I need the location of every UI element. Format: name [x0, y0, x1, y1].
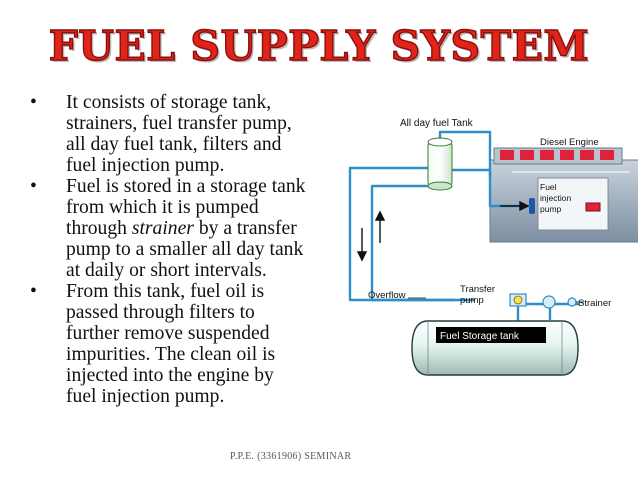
- bullet-dot: •: [30, 281, 37, 302]
- diesel-engine-label: Diesel Engine: [540, 137, 599, 148]
- cylinder-head-1: [500, 150, 514, 160]
- bullet-2-line-3: through strainer by a transfer: [66, 218, 350, 239]
- bullet-list: • It consists of storage tank, strainers…: [30, 92, 350, 407]
- slide-title: FUEL SUPPLY SYSTEM: [48, 22, 590, 70]
- bullet-2-line-5: at daily or short intervals.: [66, 260, 267, 281]
- transfer-pump: [509, 293, 527, 307]
- bullet-3-line-6: fuel injection pump.: [66, 386, 225, 407]
- all-day-fuel-tank-label: All day fuel Tank: [400, 118, 474, 129]
- transfer-pump-label-1: Transfer: [460, 284, 495, 295]
- bullet-2-line-4: pump to a smaller all day tank: [66, 239, 304, 260]
- flow-arrows: [356, 200, 530, 262]
- cylinder-head-6: [600, 150, 614, 160]
- cylinder-head-4: [560, 150, 574, 160]
- strainer: [542, 295, 577, 309]
- bullet-dot: •: [30, 92, 37, 113]
- bullet-2-line-2: from which it is pumped: [66, 197, 259, 218]
- diesel-engine: [489, 147, 638, 243]
- bullet-3-line-5: injected into the engine by: [66, 365, 274, 386]
- bullet-1-line-2: strainers, fuel transfer pump,: [66, 113, 292, 134]
- bullet-2-line-3-pre: through: [66, 218, 132, 239]
- cylinder-head-5: [580, 150, 594, 160]
- all-day-fuel-tank: [427, 137, 453, 191]
- fuel-storage-tank: [411, 320, 579, 376]
- bullet-2-line-3-post: by a transfer: [193, 218, 297, 239]
- bullet-item-2: • Fuel is stored in a storage tank from …: [30, 176, 350, 281]
- cylinder-head-2: [520, 150, 534, 160]
- bullet-1-line-3: all day fuel tank, filters and: [66, 134, 282, 155]
- diagram-svg: Diesel Engine Fuel injection pump: [348, 118, 638, 376]
- bullet-3-line-3: further remove suspended: [66, 323, 270, 344]
- fuel-injection-pump-label-2: injection: [540, 193, 571, 203]
- bullet-3-line-2: passed through filters to: [66, 302, 255, 323]
- strainer-emphasis: strainer: [131, 218, 194, 239]
- bullet-item-3: • From this tank, fuel oil is passed thr…: [30, 281, 350, 407]
- strainer-label: Strainer: [578, 298, 611, 309]
- bullet-3-line-1: From this tank, fuel oil is: [66, 281, 265, 302]
- fuel-injection-pump-label-1: Fuel: [540, 182, 557, 192]
- slide-footer: P.P.E. (3361906) SEMINAR: [230, 451, 352, 462]
- bullet-1-line-1: It consists of storage tank,: [66, 92, 272, 113]
- bullet-dot: •: [30, 176, 37, 197]
- bullet-3-line-4: impurities. The clean oil is: [66, 344, 276, 365]
- fuel-injection-pump-label-3: pump: [540, 204, 562, 214]
- cylinder-head-3: [540, 150, 554, 160]
- overflow-label: Overflow: [368, 290, 406, 301]
- fuel-storage-tank-label: Fuel Storage tank: [440, 331, 520, 342]
- bullet-1-line-4: fuel injection pump.: [66, 155, 225, 176]
- fuel-system-diagram: Diesel Engine Fuel injection pump: [340, 108, 638, 398]
- transfer-pump-label-2: pump: [460, 295, 484, 306]
- bullet-item-1: • It consists of storage tank, strainers…: [30, 92, 350, 176]
- bullet-2-line-1: Fuel is stored in a storage tank: [66, 176, 306, 197]
